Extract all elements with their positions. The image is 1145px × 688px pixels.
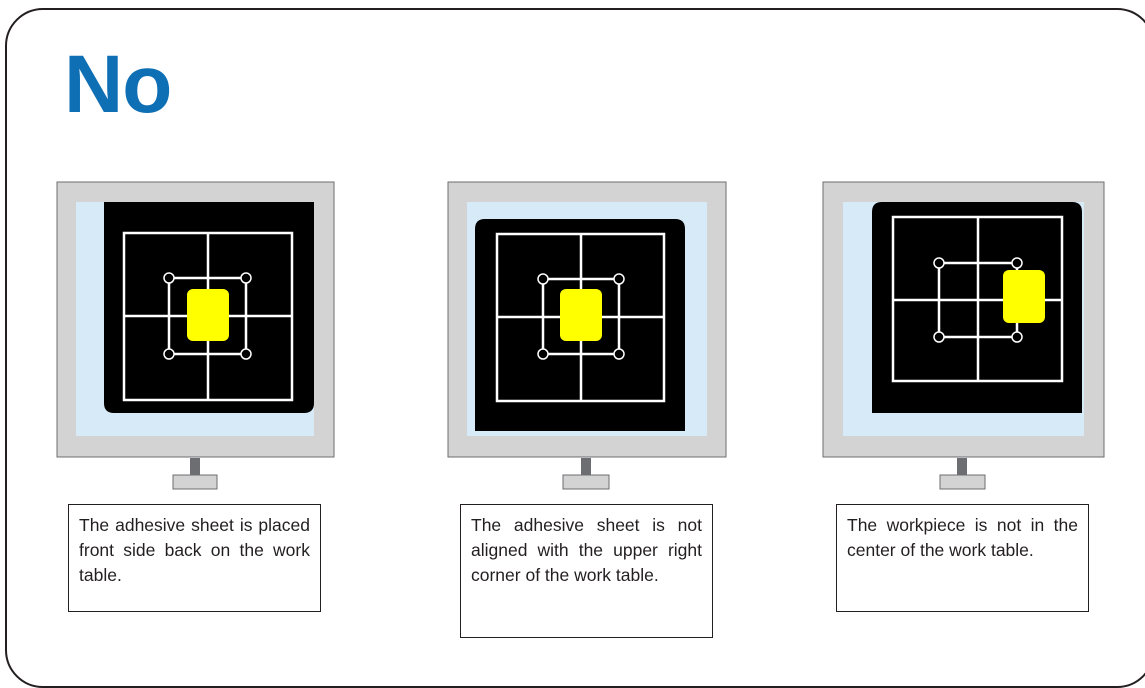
monitor-neck (957, 458, 967, 476)
monitor-neck (581, 458, 591, 476)
caption-1: The adhesive sheet is placed front side … (68, 504, 321, 612)
workpiece-icon (1003, 270, 1045, 323)
monitor-neck (190, 458, 200, 476)
corner-marker-icon (933, 257, 1023, 343)
monitor-base (172, 474, 218, 490)
workpiece-icon (560, 289, 602, 341)
corner-marker-icon (537, 273, 625, 360)
page-title: No (64, 39, 172, 130)
monitor-icon-3 (822, 181, 1105, 490)
workpiece-icon (187, 289, 229, 341)
monitor-base (939, 474, 986, 490)
monitor-base (562, 474, 610, 490)
corner-marker-icon (163, 272, 252, 360)
monitor-icon-2 (447, 181, 727, 490)
caption-2: The adhesive sheet is not aligned with t… (460, 504, 713, 638)
caption-3: The workpiece is not in the center of th… (836, 504, 1089, 612)
monitor-icon-1 (56, 181, 335, 490)
